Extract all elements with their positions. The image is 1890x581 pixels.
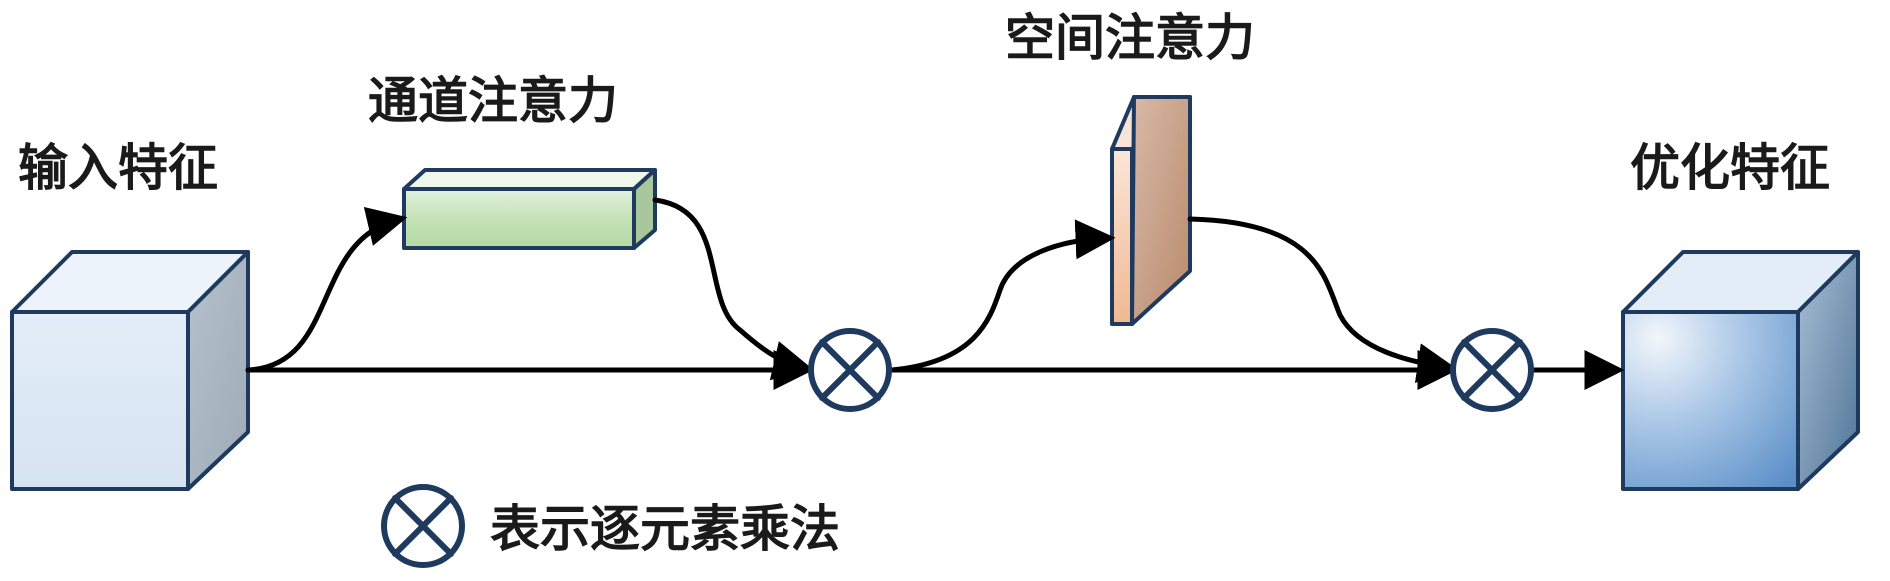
refined-feature-label: 优化特征 <box>1630 139 1830 197</box>
refined-feature-cube <box>1621 250 1860 491</box>
channel-attention-block <box>402 168 657 250</box>
channel-attention-label: 通道注意力 <box>368 72 618 130</box>
multiply-operator-1 <box>808 328 892 412</box>
spatial-attention-label: 空间注意力 <box>1005 9 1255 67</box>
spatial-attention-to-multiply <box>1187 216 1458 383</box>
channel-attention-to-multiply <box>652 197 814 381</box>
spatial-attention-block <box>1110 95 1192 326</box>
input-feature-label: 输入特征 <box>18 139 218 197</box>
input-feature-cube <box>10 250 250 491</box>
branch-to-channel-attention <box>245 206 408 373</box>
multiply-operator-2 <box>1450 328 1534 412</box>
legend-text: 表示逐元素乘法 <box>490 500 840 558</box>
circled-times-icon <box>381 484 465 568</box>
legend: 表示逐元素乘法 <box>381 484 840 568</box>
branch-to-spatial-attention <box>889 219 1116 373</box>
